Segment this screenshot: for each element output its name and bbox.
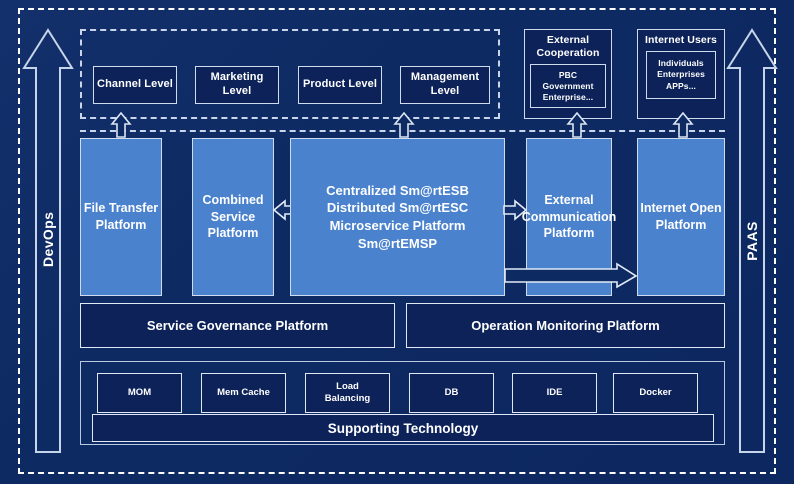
connector-arrow-internet-open xyxy=(672,111,694,138)
business-level-management[interactable]: Management Level xyxy=(400,66,490,104)
esb-platform-line3: Microservice Platform Sm@rtEMSP xyxy=(329,218,466,251)
operation-monitoring-platform[interactable]: Operation Monitoring Platform xyxy=(406,303,725,348)
business-level-product-label: Product Level xyxy=(302,78,378,91)
file-transfer-platform[interactable]: File Transfer Platform xyxy=(80,138,162,296)
devops-arrow-label: DevOps xyxy=(40,211,56,267)
arrow-esb-to-internet-open xyxy=(504,262,638,289)
business-level-channel[interactable]: Channel Level xyxy=(93,66,177,104)
paas-arrow: PAAS xyxy=(726,26,778,456)
paas-arrow-label: PAAS xyxy=(744,221,760,261)
technology-item-mom[interactable]: MOM xyxy=(97,373,182,413)
connector-arrow-external-communication xyxy=(566,111,588,138)
internet-open-platform-label: Internet Open Platform xyxy=(640,201,722,232)
technology-item-docker-label: Docker xyxy=(639,387,672,399)
internet-open-platform[interactable]: Internet Open Platform xyxy=(637,138,725,296)
connector-arrow-file-transfer xyxy=(110,111,132,138)
supporting-technology-label: Supporting Technology xyxy=(327,420,479,436)
technology-item-ide-label: IDE xyxy=(546,387,563,399)
devops-arrow-shape xyxy=(22,28,74,453)
technology-layer-panel xyxy=(80,361,725,445)
external-cooperation-title: External Cooperation xyxy=(536,34,600,60)
external-cooperation-box[interactable]: External Cooperation PBC Government Ente… xyxy=(524,29,612,119)
technology-item-docker[interactable]: Docker xyxy=(613,373,698,413)
external-communication-platform-label: External Communication Platform xyxy=(521,192,617,241)
business-level-product[interactable]: Product Level xyxy=(298,66,382,104)
business-level-management-label: Management Level xyxy=(410,71,480,97)
connector-arrow-esb xyxy=(393,111,415,138)
esb-platform-line1: Centralized Sm@rtESB xyxy=(326,182,469,198)
esb-platform[interactable]: Centralized Sm@rtESB Distributed Sm@rtES… xyxy=(290,138,505,296)
technology-item-mem-cache-label: Mem Cache xyxy=(217,387,270,399)
external-cooperation-body: PBC Government Enterprise... xyxy=(542,69,594,102)
devops-arrow: DevOps xyxy=(22,26,74,456)
arrow-esb-to-external-communication xyxy=(503,199,528,221)
business-level-marketing[interactable]: Marketing Level xyxy=(195,66,279,104)
paas-arrow-shape xyxy=(726,28,778,453)
business-level-marketing-label: Marketing Level xyxy=(210,71,264,97)
technology-item-load-balancing[interactable]: Load Balancing xyxy=(305,373,390,413)
technology-item-ide[interactable]: IDE xyxy=(512,373,597,413)
service-governance-platform[interactable]: Service Governance Platform xyxy=(80,303,395,348)
business-level-channel-label: Channel Level xyxy=(97,78,173,91)
technology-item-db-label: DB xyxy=(444,387,459,399)
technology-item-load-balancing-label: Load Balancing xyxy=(324,381,371,404)
internet-users-box[interactable]: Internet Users Individuals Enterprises A… xyxy=(637,29,725,119)
technology-item-db[interactable]: DB xyxy=(409,373,494,413)
esb-platform-line2: Distributed Sm@rtESC xyxy=(326,200,469,216)
supporting-technology-bar[interactable]: Supporting Technology xyxy=(92,414,714,442)
outer-dashed-frame xyxy=(18,8,776,474)
operation-monitoring-platform-label: Operation Monitoring Platform xyxy=(471,318,660,333)
combined-service-platform-label: Combined Service Platform xyxy=(202,192,264,241)
technology-item-mom-label: MOM xyxy=(127,387,152,399)
technology-item-mem-cache[interactable]: Mem Cache xyxy=(201,373,286,413)
external-cooperation-inner: PBC Government Enterprise... xyxy=(530,64,606,109)
business-levels-group xyxy=(80,29,500,119)
file-transfer-platform-label: File Transfer Platform xyxy=(83,201,159,232)
combined-service-platform[interactable]: Combined Service Platform xyxy=(192,138,274,296)
internet-users-title: Internet Users xyxy=(644,34,717,46)
internet-users-inner: Individuals Enterprises APPs... xyxy=(646,51,716,100)
service-governance-platform-label: Service Governance Platform xyxy=(146,318,329,333)
internet-users-body: Individuals Enterprises APPs... xyxy=(657,57,705,91)
